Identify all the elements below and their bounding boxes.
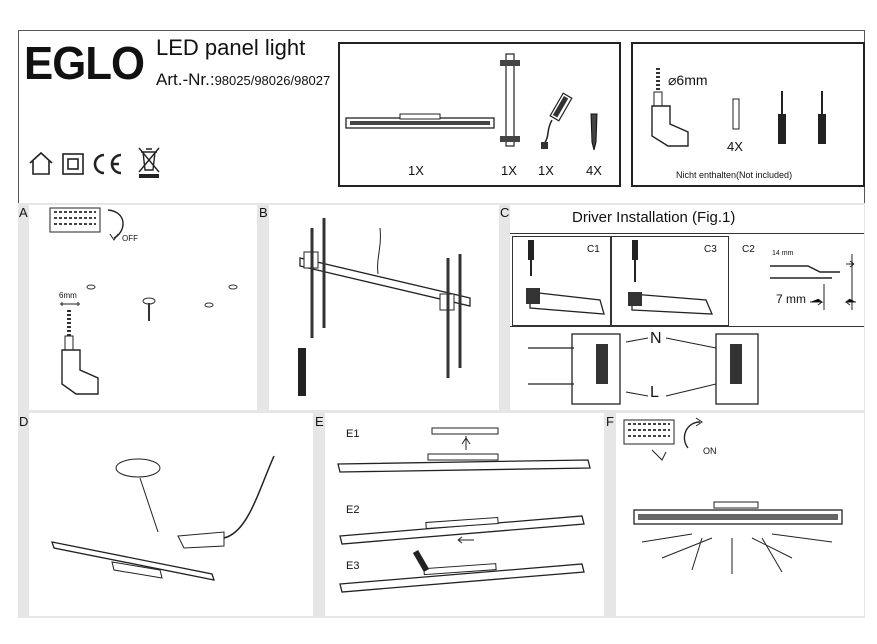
driver-title-divider — [510, 233, 864, 234]
driver-part-icon — [541, 92, 573, 149]
e3-label: E3 — [346, 560, 360, 572]
live-label: L — [650, 384, 659, 401]
c2-strip-7mm: 7 mm — [776, 292, 806, 306]
screwdriver-cross-icon — [818, 91, 826, 144]
step-d-label: D — [19, 414, 29, 429]
c2-wire-strip-illustration — [770, 254, 856, 310]
house-icon — [29, 151, 53, 175]
c2-strip-14mm: 14 mm — [772, 250, 794, 257]
ceiling-holes-icon — [86, 284, 238, 321]
lamp-part-icon — [345, 113, 495, 129]
c1-driver-open-illustration — [526, 240, 605, 315]
c3-label: C3 — [704, 244, 717, 255]
qty-driver: 1X — [538, 163, 554, 178]
double-insulation-icon — [62, 153, 84, 175]
article-numbers: 98025/98026/98027 — [214, 73, 331, 88]
bracket-part-icon — [500, 53, 520, 147]
bracket-mount-illustration — [298, 218, 471, 396]
driver-installation-title: Driver Installation (Fig.1) — [572, 209, 736, 226]
step-e-label: E — [315, 414, 324, 429]
drill-diameter-label: 6mm — [59, 291, 77, 300]
c1-label: C1 — [587, 244, 600, 255]
e3-lamp-illustration — [339, 549, 585, 593]
step-c-label: C — [500, 205, 510, 220]
product-title: LED panel light — [156, 35, 306, 60]
lit-lamp-illustration — [633, 501, 843, 574]
ceiling-drill-icon — [60, 302, 99, 395]
brand-logo: EGLO — [24, 37, 145, 89]
article-number: Art.-Nr.:98025/98026/98027 — [156, 70, 330, 90]
weee-bin-icon — [138, 147, 160, 178]
screwdriver-flat-icon — [778, 91, 786, 144]
qty-bracket: 1X — [501, 163, 517, 178]
switch-off-label: OFF — [122, 234, 138, 243]
drill-icon — [651, 68, 689, 147]
e2-label: E2 — [346, 504, 360, 516]
not-included-note: Nicht enthalten(Not included) — [676, 170, 793, 180]
c-lower-divider — [510, 326, 864, 327]
c2-label: C2 — [742, 244, 755, 255]
dowel-icon — [732, 98, 740, 130]
article-prefix: Art.-Nr.: — [156, 70, 215, 89]
terminal-wiring-illustration — [528, 333, 759, 405]
connect-driver-illustration — [51, 455, 275, 581]
switch-on-icon — [623, 417, 703, 461]
qty-dowels: 4X — [727, 139, 743, 154]
step-d-panel — [29, 413, 313, 616]
step-a-label: A — [19, 205, 28, 220]
parts-included-box — [338, 42, 621, 187]
e1-label: E1 — [346, 428, 360, 440]
screw-part-icon — [590, 113, 598, 151]
step-b-label: B — [259, 205, 268, 220]
neutral-label: N — [650, 330, 662, 347]
drill-size: ⌀6mm — [668, 72, 708, 88]
switch-on-label: ON — [703, 446, 717, 456]
ce-mark-icon — [93, 153, 122, 175]
step-f-label: F — [606, 414, 614, 429]
qty-lamp: 1X — [408, 163, 424, 178]
c3-driver-close-illustration — [628, 240, 714, 315]
switch-off-icon — [49, 207, 124, 241]
e1-lamp-illustration — [337, 427, 591, 473]
e2-lamp-illustration — [339, 515, 585, 545]
qty-screws: 4X — [586, 163, 602, 178]
